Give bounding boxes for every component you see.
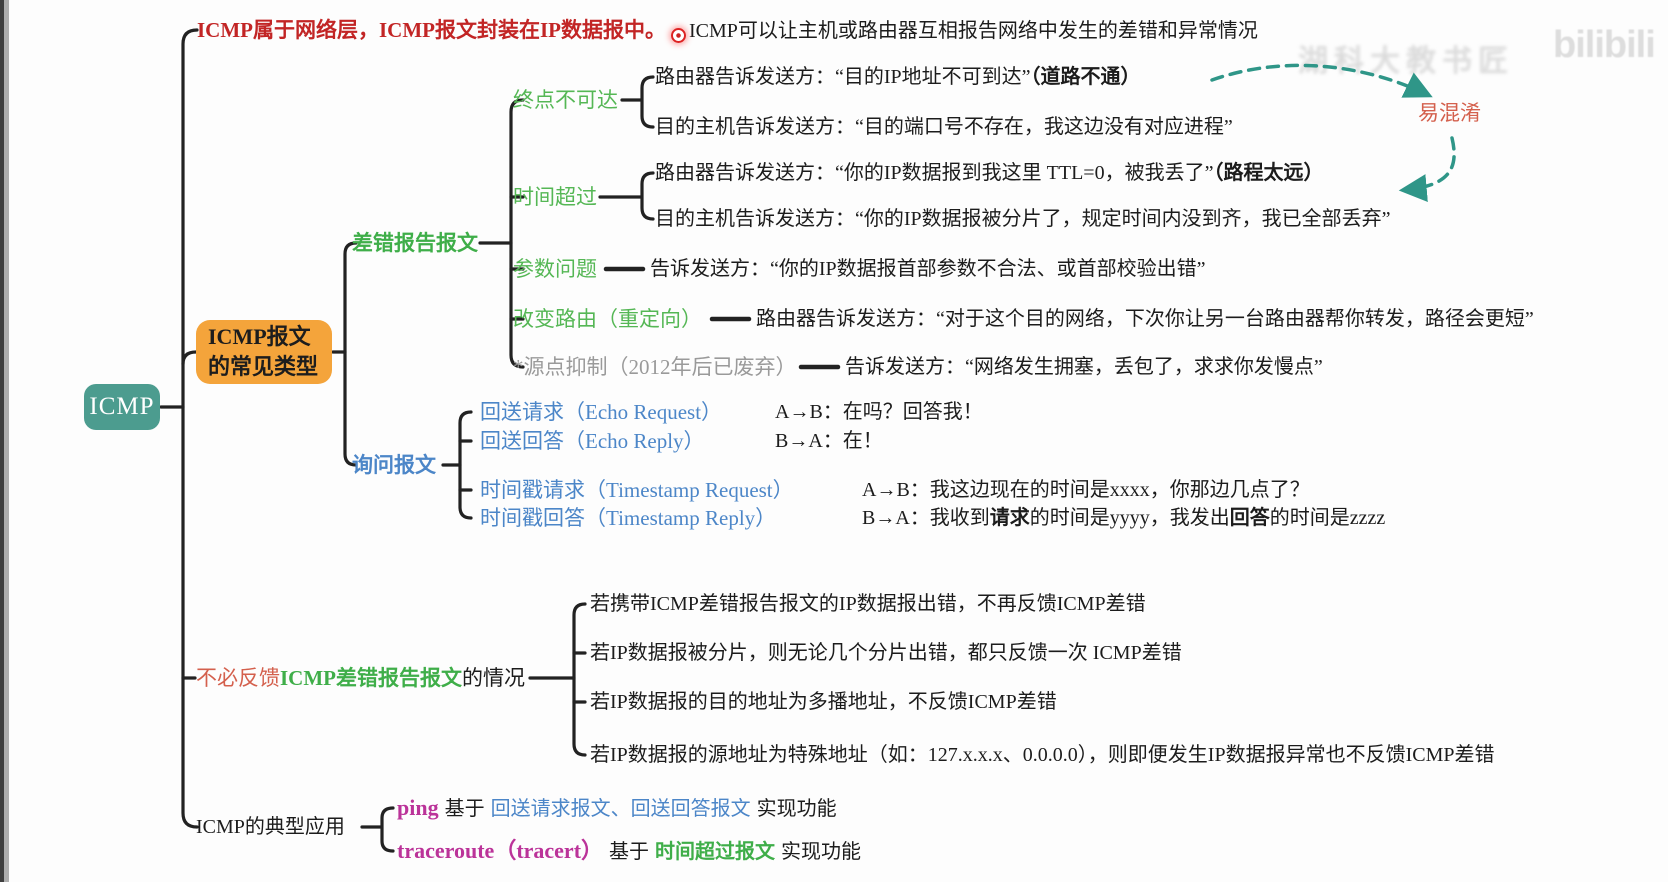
root-node-icmp: ICMP bbox=[84, 384, 160, 430]
intro-note: ICMP可以让主机或路由器互相报告网络中发生的差错和异常情况 bbox=[688, 20, 1258, 42]
ts-reply-d1: B→A：我收到 bbox=[862, 507, 990, 529]
branch-query: 询问报文 bbox=[352, 453, 436, 477]
confusion-note: 易混淆 bbox=[1418, 101, 1481, 125]
unreachable-router-em: （道路不通） bbox=[1030, 66, 1141, 88]
app-ping-mid2: 实现功能 bbox=[756, 798, 837, 820]
timestamp-request-dialog: A→B：我这边现在的时间是xxxx，你那边几点了？ bbox=[862, 479, 1310, 501]
time-exceeded-router-em: （路程太远） bbox=[1213, 162, 1324, 184]
types-node-line2: 的常见类型 bbox=[208, 354, 319, 379]
no-feedback-rule: 若IP数据报的源地址为特殊地址（如：127.x.x.x、0.0.0.0），则即便… bbox=[590, 744, 1495, 766]
intro-highlight: ICMP属于网络层，ICMP报文封装在IP数据报中。 bbox=[197, 18, 666, 42]
unreachable-host-line: 目的主机告诉发送方：“目的端口号不存在，我这边没有对应进程” bbox=[655, 116, 1233, 138]
app-traceroute-name: traceroute（tracert） bbox=[397, 838, 604, 863]
echo-reply-dialog: B→A：在！ bbox=[775, 430, 883, 452]
item-timestamp-request: 时间戳请求（Timestamp Request） bbox=[480, 478, 794, 502]
app-traceroute-highlight: 时间超过报文 bbox=[655, 841, 776, 863]
app-ping-mid1: 基于 bbox=[444, 798, 485, 820]
intro-line: ICMP属于网络层，ICMP报文封装在IP数据报中。 ICMP可以让主机或路由器互… bbox=[197, 16, 1258, 45]
video-edge-dark bbox=[0, 0, 4, 882]
app-traceroute-mid2: 实现功能 bbox=[781, 841, 862, 863]
types-node-line1: ICMP报文 bbox=[208, 324, 311, 349]
unreachable-router-line: 路由器告诉发送方：“目的IP地址不可到达”（道路不通） bbox=[655, 63, 1141, 91]
item-time-exceeded: 时间超过 bbox=[513, 185, 597, 209]
item-parameter: 参数问题 bbox=[513, 257, 597, 281]
no-feedback-suffix: 的情况 bbox=[462, 666, 525, 690]
no-feedback-rule: 若IP数据报的目的地址为多播地址，不反馈ICMP差错 bbox=[590, 691, 1057, 713]
item-echo-reply: 回送回答（Echo Reply） bbox=[480, 429, 705, 453]
no-feedback-prefix: 不必反馈 bbox=[196, 666, 280, 690]
item-redirect: 改变路由（重定向） bbox=[513, 307, 702, 331]
branch-error-reports: 差错报告报文 bbox=[352, 231, 478, 255]
ts-reply-d3: 的时间是yyyy，我发出 bbox=[1029, 507, 1230, 529]
unreachable-router-text: 路由器告诉发送方：“目的IP地址不可到达” bbox=[655, 66, 1031, 88]
time-exceeded-host-line: 目的主机告诉发送方：“你的IP数据报被分片了，规定时间内没到齐，我已全部丢弃” bbox=[655, 208, 1391, 230]
ts-reply-d2: 请求 bbox=[989, 507, 1030, 529]
branch-applications: ICMP的典型应用 bbox=[196, 816, 345, 838]
no-feedback-highlight: ICMP差错报告报文 bbox=[280, 666, 462, 690]
ts-reply-d4: 回答 bbox=[1229, 507, 1270, 529]
bilibili-watermark: bilibili bbox=[1553, 24, 1656, 66]
app-ping-highlight: 回送请求报文、回送回答报文 bbox=[490, 798, 751, 820]
item-unreachable: 终点不可达 bbox=[513, 88, 618, 112]
brand-watermark: 湖科大教书匠 bbox=[1298, 45, 1514, 78]
echo-request-dialog: A→B：在吗？回答我！ bbox=[775, 401, 983, 423]
time-exceeded-router-line: 路由器告诉发送方：“你的IP数据报到我这里 TTL=0，被我丢了”（路程太远） bbox=[655, 159, 1323, 187]
ts-reply-d5: 的时间是zzzz bbox=[1269, 507, 1386, 529]
app-traceroute-line: traceroute（tracert）基于时间超过报文实现功能 bbox=[397, 837, 867, 866]
laser-pointer-icon bbox=[670, 28, 686, 43]
timestamp-reply-dialog: B→A：我收到请求的时间是yyyy，我发出回答的时间是zzzz bbox=[862, 504, 1385, 532]
types-node: ICMP报文 的常见类型 bbox=[196, 320, 332, 384]
item-source-quench: *源点抑制（2012年后已废弃） bbox=[513, 355, 797, 379]
video-edge-light bbox=[4, 0, 9, 882]
branch-no-feedback: 不必反馈ICMP差错报告报文的情况 bbox=[196, 664, 525, 692]
item-timestamp-reply: 时间戳回答（Timestamp Reply） bbox=[480, 506, 777, 530]
source-quench-desc: 告诉发送方：“网络发生拥塞，丢包了，求求你发慢点” bbox=[845, 356, 1323, 378]
app-ping-name: ping bbox=[397, 795, 439, 820]
parameter-desc: 告诉发送方：“你的IP数据报首部参数不合法、或首部校验出错” bbox=[650, 258, 1206, 280]
redirect-desc: 路由器告诉发送方：“对于这个目的网络，下次你让另一台路由器帮你转发，路径会更短” bbox=[756, 308, 1534, 330]
app-traceroute-mid1: 基于 bbox=[609, 841, 650, 863]
time-exceeded-router-text: 路由器告诉发送方：“你的IP数据报到我这里 TTL=0，被我丢了” bbox=[655, 162, 1214, 184]
no-feedback-rule: 若IP数据报被分片，则无论几个分片出错，都只反馈一次 ICMP差错 bbox=[590, 642, 1182, 664]
no-feedback-rule: 若携带ICMP差错报告报文的IP数据报出错，不再反馈ICMP差错 bbox=[590, 593, 1146, 615]
item-echo-request: 回送请求（Echo Request） bbox=[480, 400, 723, 424]
